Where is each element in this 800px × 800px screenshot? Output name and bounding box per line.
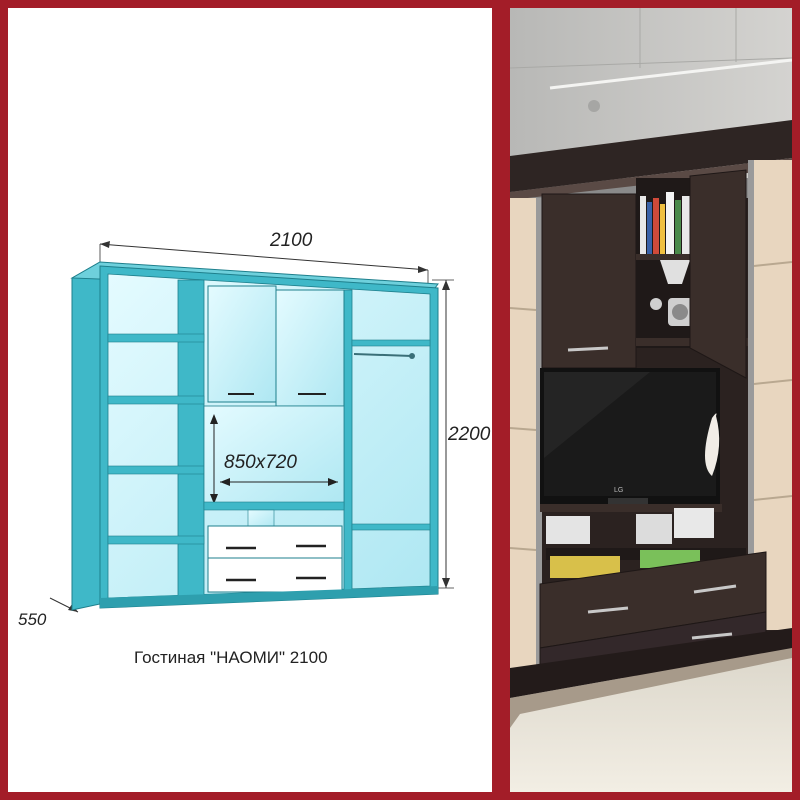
- room-photo: LG: [510, 8, 792, 792]
- room-photo-panel: LG: [510, 8, 792, 792]
- cabinet-drawing-panel: 2100 2200 550 850x720 Гостиная "НАОМИ" 2…: [8, 8, 492, 792]
- width-dimension-line: [99, 243, 429, 271]
- cabinet-drawing: [49, 241, 454, 613]
- depth-label: 550: [18, 610, 47, 629]
- width-label: 2100: [270, 230, 313, 251]
- tv-brand-logo: LG: [614, 487, 623, 494]
- product-caption: Гостиная "НАОМИ" 2100: [134, 648, 328, 667]
- height-label: 2200: [448, 424, 491, 445]
- niche-dimension-label: 850x720: [224, 452, 297, 473]
